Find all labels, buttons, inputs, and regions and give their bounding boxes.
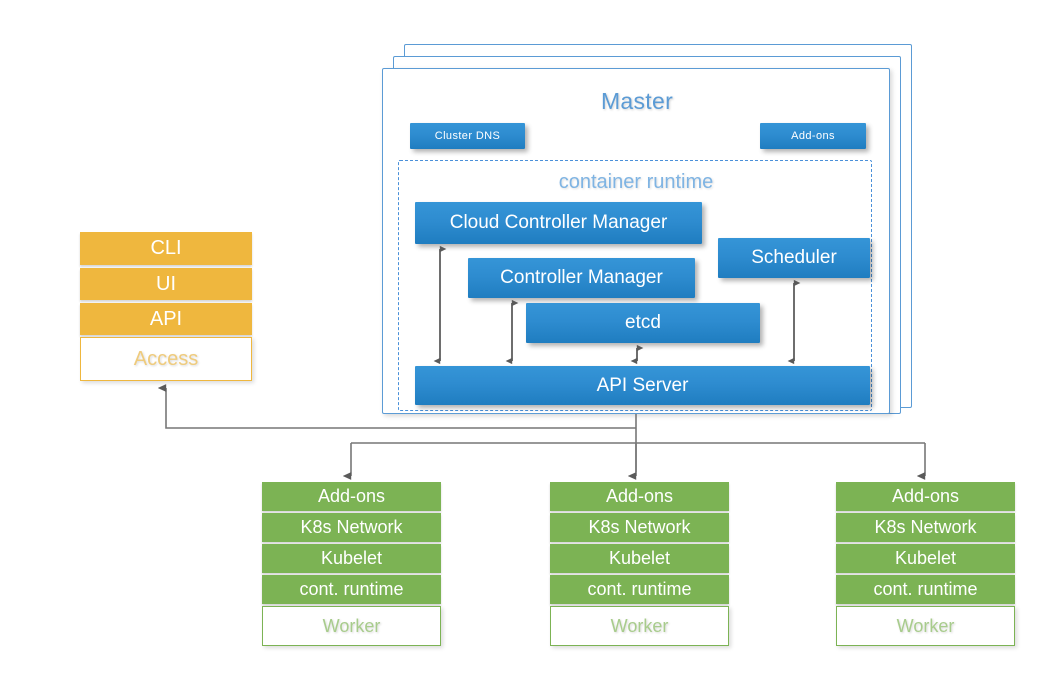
api-server-box[interactable]: API Server	[415, 366, 870, 405]
worker-3-addons[interactable]: Add-ons	[836, 482, 1015, 511]
cli-box[interactable]: CLI	[80, 232, 252, 265]
ui-box[interactable]: UI	[80, 268, 252, 300]
container-runtime-title: container runtime	[558, 170, 714, 193]
cloud-controller-manager-box[interactable]: Cloud Controller Manager	[415, 202, 702, 244]
scheduler-box[interactable]: Scheduler	[718, 238, 870, 278]
worker-3-cont-runtime[interactable]: cont. runtime	[836, 575, 1015, 604]
worker-3-footer[interactable]: Worker	[836, 606, 1015, 646]
worker-2-k8s-network[interactable]: K8s Network	[550, 513, 729, 542]
worker-node-3[interactable]: Add-ons K8s Network Kubelet cont. runtim…	[836, 482, 1015, 652]
access-stack: CLI UI API Access	[80, 232, 252, 392]
access-footer-box[interactable]: Access	[80, 337, 252, 381]
cluster-dns-box[interactable]: Cluster DNS	[410, 123, 525, 149]
worker-node-1[interactable]: Add-ons K8s Network Kubelet cont. runtim…	[262, 482, 441, 652]
controller-manager-box[interactable]: Controller Manager	[468, 258, 695, 298]
worker-1-addons[interactable]: Add-ons	[262, 482, 441, 511]
worker-2-kubelet[interactable]: Kubelet	[550, 544, 729, 573]
worker-1-k8s-network[interactable]: K8s Network	[262, 513, 441, 542]
worker-2-cont-runtime[interactable]: cont. runtime	[550, 575, 729, 604]
worker-3-kubelet[interactable]: Kubelet	[836, 544, 1015, 573]
worker-3-k8s-network[interactable]: K8s Network	[836, 513, 1015, 542]
worker-2-addons[interactable]: Add-ons	[550, 482, 729, 511]
api-box[interactable]: API	[80, 303, 252, 335]
worker-2-footer[interactable]: Worker	[550, 606, 729, 646]
worker-1-cont-runtime[interactable]: cont. runtime	[262, 575, 441, 604]
worker-1-kubelet[interactable]: Kubelet	[262, 544, 441, 573]
master-addons-box[interactable]: Add-ons	[760, 123, 866, 149]
master-title: Master	[600, 87, 674, 114]
etcd-box[interactable]: etcd	[526, 303, 760, 343]
worker-node-2[interactable]: Add-ons K8s Network Kubelet cont. runtim…	[550, 482, 729, 652]
worker-1-footer[interactable]: Worker	[262, 606, 441, 646]
master-node[interactable]: Master Cluster DNS Add-ons container run…	[382, 68, 890, 414]
